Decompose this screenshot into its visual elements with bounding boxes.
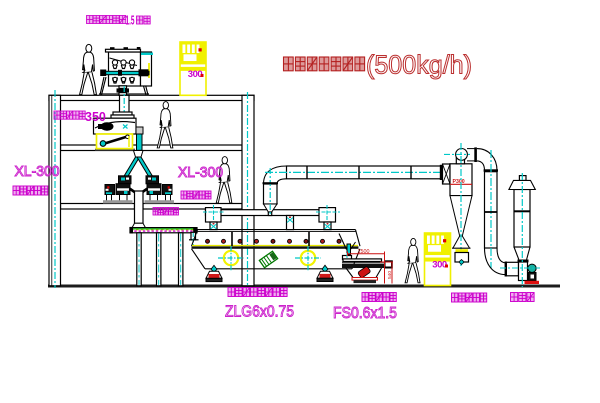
svg-text:XL-300: XL-300: [15, 164, 60, 180]
svg-text:300: 300: [188, 69, 203, 80]
svg-text:350: 350: [85, 110, 106, 124]
svg-text:1.5: 1.5: [126, 14, 135, 28]
svg-text:300: 300: [432, 259, 447, 270]
svg-text:FS0.6x1.5: FS0.6x1.5: [333, 305, 397, 322]
svg-text:540: 540: [387, 271, 393, 279]
svg-text:(500kg/h): (500kg/h): [366, 50, 472, 80]
svg-text:XL-300: XL-300: [178, 165, 223, 181]
svg-text:1500: 1500: [358, 249, 370, 255]
svg-text:P300: P300: [453, 179, 465, 185]
svg-text:ZLG6x0.75: ZLG6x0.75: [225, 304, 294, 321]
